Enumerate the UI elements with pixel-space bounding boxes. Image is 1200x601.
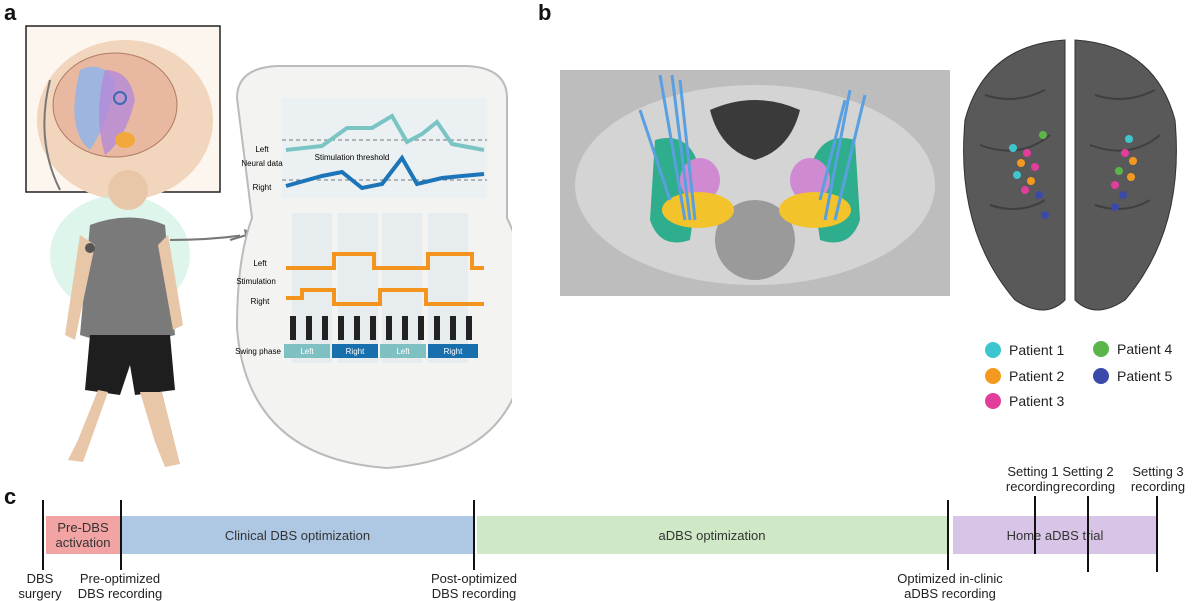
legend-swatch — [985, 393, 1001, 409]
legend-item-patient-5: Patient 5 — [1093, 368, 1172, 384]
legend-label: Patient 5 — [1117, 368, 1173, 384]
neural-left-label: Left — [255, 145, 269, 154]
phase-home-adbs-trial: Home aDBS trial — [953, 516, 1157, 554]
swing-phase-label: Left — [396, 347, 410, 356]
phase-clinical-dbs-optimization: Clinical DBS optimization — [122, 516, 473, 554]
legend-label: Patient 2 — [1009, 368, 1065, 384]
stim-title-label: Stimulation — [236, 277, 276, 286]
timeline-label-setting-2: Setting 2 recording — [1060, 464, 1116, 494]
legend-swatch — [985, 368, 1001, 384]
swing-title-label: Swing phase — [235, 347, 281, 356]
legend-swatch — [985, 342, 1001, 358]
device-illustration: Left Neural data Right Stimulation thres… — [235, 65, 512, 470]
panel-letter-b: b — [538, 0, 552, 25]
stim-right-label: Right — [251, 297, 270, 306]
panel-letter-c: c — [4, 484, 17, 509]
timeline-label-pre-optimized-recording: Pre-optimized DBS recording — [77, 571, 163, 601]
legend-item-patient-4: Patient 4 — [1093, 341, 1172, 357]
timeline-tick — [120, 500, 122, 570]
timeline-label-optimized-adbs-recording: Optimized in-clinic aDBS recording — [897, 571, 1003, 601]
legend-swatch — [1093, 368, 1109, 384]
stim-left-label: Left — [253, 259, 267, 268]
timeline-tick — [42, 500, 44, 570]
brain-surface-image — [963, 39, 1177, 311]
neural-title-label: Neural data — [241, 159, 283, 168]
timeline-tick — [947, 500, 949, 570]
threshold-label: Stimulation threshold — [315, 153, 390, 162]
legend-swatch — [1093, 341, 1109, 357]
timeline-tick — [473, 500, 475, 570]
phase-pre-dbs-activation: Pre-DBS activation — [46, 516, 120, 554]
timeline-label-dbs-surgery: DBS surgery — [18, 571, 62, 601]
swing-phase-label: Right — [346, 347, 365, 356]
timeline-tick — [1087, 496, 1089, 572]
timeline-tick — [1156, 496, 1158, 572]
coronal-mri-image — [560, 70, 950, 296]
legend-label: Patient 4 — [1117, 341, 1173, 357]
panel-letter-a: a — [4, 0, 17, 25]
timeline-tick — [1034, 496, 1036, 554]
phase-adbs-optimization: aDBS optimization — [477, 516, 947, 554]
timeline-label-post-optimized-recording: Post-optimized DBS recording — [431, 571, 517, 601]
swing-phase-label: Right — [444, 347, 463, 356]
timeline-label-setting-1: Setting 1 recording — [1005, 464, 1061, 494]
legend-item-patient-2: Patient 2 — [985, 368, 1064, 384]
neural-right-label: Right — [253, 183, 272, 192]
legend-label: Patient 1 — [1009, 342, 1065, 358]
legend-item-patient-1: Patient 1 — [985, 342, 1064, 358]
swing-phase-label: Left — [300, 347, 314, 356]
patient-illustration — [25, 25, 240, 467]
legend-label: Patient 3 — [1009, 393, 1065, 409]
timeline-label-setting-3: Setting 3 recording — [1130, 464, 1186, 494]
legend-item-patient-3: Patient 3 — [985, 393, 1064, 409]
